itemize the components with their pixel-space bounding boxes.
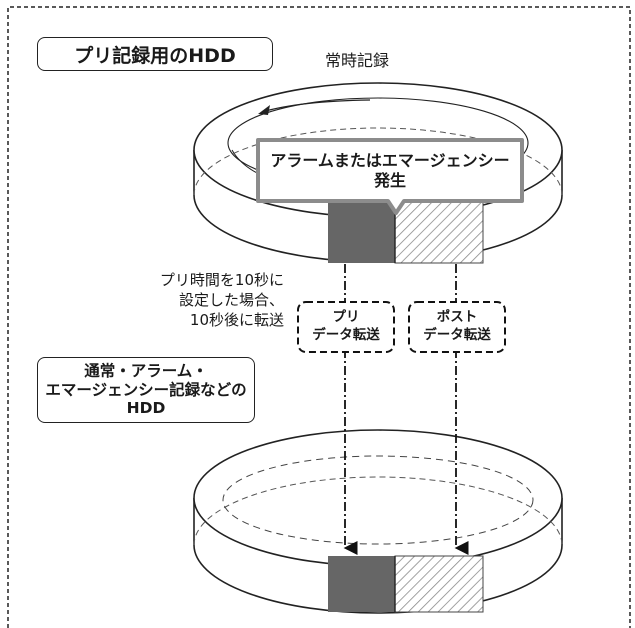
pre-transfer-line2: データ転送 <box>312 327 380 343</box>
pre-transfer-line1: プリ <box>332 309 360 326</box>
bottom-disk-face <box>193 429 563 567</box>
post-transfer-box <box>408 301 506 353</box>
rotation-arrowhead-icon <box>258 105 270 115</box>
pre-record-hdd-title-text: プリ記録用のHDD <box>74 44 236 67</box>
bottom-disk-inner-ring <box>222 455 534 545</box>
pre-time-note: プリ時間を10秒に 設定した場合、 10秒後に転送 <box>108 271 284 331</box>
top-pre-segment <box>328 201 395 263</box>
post-transfer-label: ポスト データ転送 <box>409 302 505 352</box>
target-hdd-disk <box>193 429 563 614</box>
event-callout-box <box>256 138 524 215</box>
target-hdd-line2: エマージェンシー記録などの <box>45 380 247 399</box>
pre-time-note-line2: 設定した場合、 <box>178 290 284 309</box>
pre-record-hdd-title: プリ記録用のHDD <box>37 37 273 71</box>
target-hdd-title: 通常・アラーム・ エマージェンシー記録などの HDD <box>37 357 255 423</box>
pre-transfer-label: プリ データ転送 <box>298 302 394 352</box>
pre-transfer-box <box>297 301 395 353</box>
pre-time-note-line1: プリ時間を10秒に <box>159 271 284 289</box>
target-hdd-line1: 通常・アラーム・ <box>84 362 208 381</box>
target-hdd-line3: HDD <box>126 399 166 418</box>
continuous-recording-label: 常時記録 <box>325 51 390 70</box>
outer-dashed-frame <box>7 6 631 628</box>
bottom-pre-segment <box>328 556 395 612</box>
event-callout-line1: アラームまたはエマージェンシー <box>270 151 510 171</box>
event-callout-text: アラームまたはエマージェンシー 発生 <box>262 143 518 198</box>
post-transfer-line2: データ転送 <box>423 327 491 343</box>
event-callout-line2: 発生 <box>373 170 406 190</box>
bottom-post-segment <box>394 555 484 613</box>
pre-time-note-line3: 10秒後に転送 <box>189 310 284 329</box>
post-transfer-line1: ポスト <box>436 309 478 326</box>
rotation-arrow-icon <box>261 99 371 113</box>
top-post-segment <box>394 200 484 264</box>
